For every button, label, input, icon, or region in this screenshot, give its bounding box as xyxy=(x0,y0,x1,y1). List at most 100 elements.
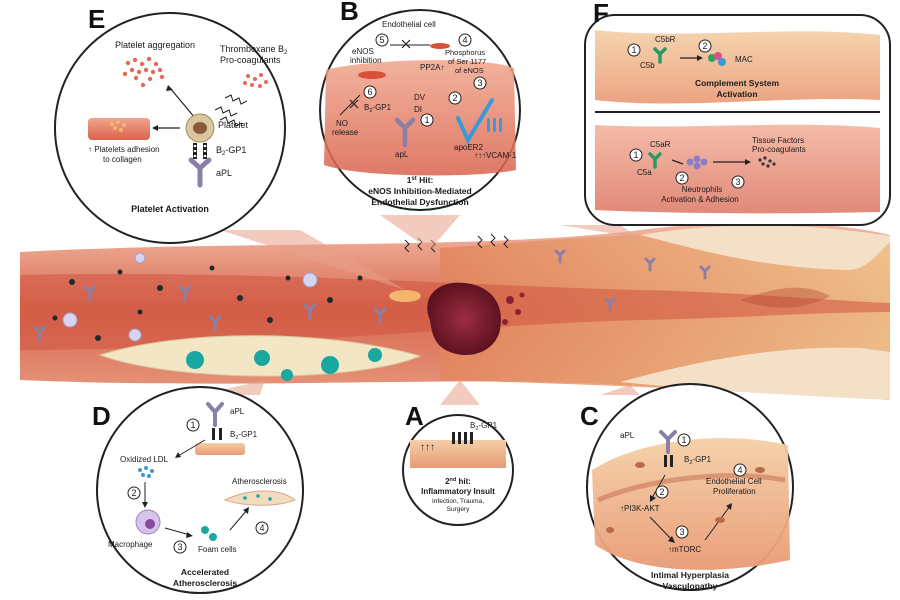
foam-cell xyxy=(281,369,293,381)
tissue-factor-dots xyxy=(758,156,776,168)
endothelial-line1: Endothelial Cell xyxy=(706,477,762,486)
b2gp1-prefix: B xyxy=(216,145,222,155)
step-number: 3 xyxy=(173,540,187,554)
step-number: 1 xyxy=(627,43,641,57)
b2gp1-sub: 2 xyxy=(222,151,226,157)
vcam-receptors xyxy=(487,118,502,132)
enos-molecule xyxy=(430,43,450,49)
foam-cell xyxy=(186,351,204,369)
panel-d-title-line1: Accelerated xyxy=(181,567,229,577)
di-label: DI xyxy=(414,105,422,114)
panel-d: D aPL B2-GP1 Oxidized LDL Macrophage Foa… xyxy=(92,386,304,594)
b2gp1-suffix: -GP1 xyxy=(225,145,246,155)
panel-letter-f: F xyxy=(593,0,609,28)
svg-text:B2-GP1: B2-GP1 xyxy=(216,145,246,157)
apoer2-receptor xyxy=(456,98,494,145)
endothelial-nuclei xyxy=(606,462,765,533)
step-number: 2 xyxy=(127,486,141,500)
panel-a: A B2-GP1 ↑↑↑ 2nd hit: Inflammatory Insul… xyxy=(402,401,514,526)
c5ar-label: C5aR xyxy=(650,140,671,149)
b2gp1-prefix: B xyxy=(364,103,369,112)
mtorc-label: ↑mTORC xyxy=(668,545,701,554)
hit2-line4: Surgery xyxy=(447,506,471,513)
release-arrows xyxy=(214,94,248,127)
svg-text:1: 1 xyxy=(190,420,195,430)
b2gp1-sub: 2 xyxy=(235,435,238,441)
tissue-factors-line2: Pro-coagulants xyxy=(752,145,806,154)
blood-vessel xyxy=(20,222,890,400)
b2gp1-prefix: B xyxy=(230,430,235,439)
apl-antibody xyxy=(394,117,416,148)
endothelial-cell-label: Endothelial cell xyxy=(382,20,436,29)
b2gp1-prefix: B xyxy=(470,421,475,430)
no-release-line2: release xyxy=(332,128,359,137)
pi3k-label: ↑PI3K-AKT xyxy=(620,504,660,513)
b2gp1-sub: 2 xyxy=(369,108,372,114)
panel-c-title-line1: Intimal Hyperplasia xyxy=(651,570,729,580)
b2gp1-sub: 2 xyxy=(475,426,478,432)
panel-c-title-line2: Vasculopathy xyxy=(663,581,718,591)
step-number: 3 xyxy=(473,76,487,90)
panel-e-title: Platelet Activation xyxy=(131,204,209,214)
step-number: 2 xyxy=(448,91,462,105)
thromboxane-sub: 2 xyxy=(284,50,288,56)
svg-text:3: 3 xyxy=(177,542,182,552)
platelet-aggregation-label: Platelet aggregation xyxy=(115,40,195,50)
b2gp1-suffix: -GP1 xyxy=(692,455,711,464)
svg-text:2nd hit:: 2nd hit: xyxy=(445,477,471,486)
b2gp1-sub: 2 xyxy=(689,460,692,466)
pp2a-label: PP2A↑ xyxy=(420,63,444,72)
svg-text:5: 5 xyxy=(379,35,384,45)
svg-text:4: 4 xyxy=(259,523,264,533)
complement-title-line1: Complement System xyxy=(695,78,780,88)
step-number: 5 xyxy=(375,33,389,47)
svg-text:4: 4 xyxy=(737,465,742,475)
b2gp1-suffix: -GP1 xyxy=(372,103,391,112)
phos-line2: of Ser 1177 xyxy=(448,57,486,66)
svg-text:1: 1 xyxy=(633,150,638,160)
vessel-wall-segment xyxy=(88,118,150,140)
neutrophils-line1: Neutrophils xyxy=(682,185,722,194)
hit1-num: 1 xyxy=(407,175,412,185)
c5br-label: C5bR xyxy=(655,35,676,44)
hit2-rest: hit: xyxy=(456,477,471,486)
svg-text:2: 2 xyxy=(659,487,664,497)
apl-label: aPL xyxy=(230,407,245,416)
svg-text:1: 1 xyxy=(424,115,429,125)
c5b-label: C5b xyxy=(640,61,655,70)
ldl-particles xyxy=(52,265,363,341)
c5ar-receptor xyxy=(648,152,662,169)
procoagulant-cluster xyxy=(243,73,268,88)
svg-text:4: 4 xyxy=(462,35,467,45)
panel-letter-d: D xyxy=(92,401,111,431)
phos-line3: of eNOS xyxy=(455,66,484,75)
step-number: 3 xyxy=(675,525,689,539)
step-number: 2 xyxy=(675,171,689,185)
svg-text:B2-GP1: B2-GP1 xyxy=(684,455,712,466)
tissue-factors-line1: Tissue Factors xyxy=(752,136,804,145)
step-number: 2 xyxy=(655,485,669,499)
svg-text:2: 2 xyxy=(131,488,136,498)
apl-label: aPL xyxy=(216,168,232,178)
atherosclerosis-label: Atherosclerosis xyxy=(232,477,287,486)
enos-inhibition-line2: inhibition xyxy=(350,56,382,65)
svg-text:1: 1 xyxy=(631,45,636,55)
svg-text:B2-GP1: B2-GP1 xyxy=(470,421,498,432)
svg-text:Thromboxane B2: Thromboxane B2 xyxy=(220,44,288,56)
svg-text:2: 2 xyxy=(679,173,684,183)
oxidized-ldl-label: Oxidized LDL xyxy=(120,455,169,464)
step-number: 1 xyxy=(420,113,434,127)
mac-label: MAC xyxy=(735,55,753,64)
step-number: 4 xyxy=(255,521,269,535)
platelet-label: Platelet xyxy=(218,120,249,130)
step-number: 4 xyxy=(458,33,472,47)
svg-text:1: 1 xyxy=(681,435,686,445)
svg-text:3: 3 xyxy=(679,527,684,537)
c5a-label: C5a xyxy=(637,168,652,177)
apl-antibody xyxy=(188,157,212,188)
hit2-line2: Inflammatory Insult xyxy=(421,487,495,496)
panel-c: C aPL B2-GP1 ↑PI3K-AKT ↑mTORC Endothelia… xyxy=(580,383,794,591)
c5br-receptor xyxy=(653,47,667,64)
foam-cells-label: Foam cells xyxy=(198,545,237,554)
no-release-line1: NO xyxy=(336,119,348,128)
